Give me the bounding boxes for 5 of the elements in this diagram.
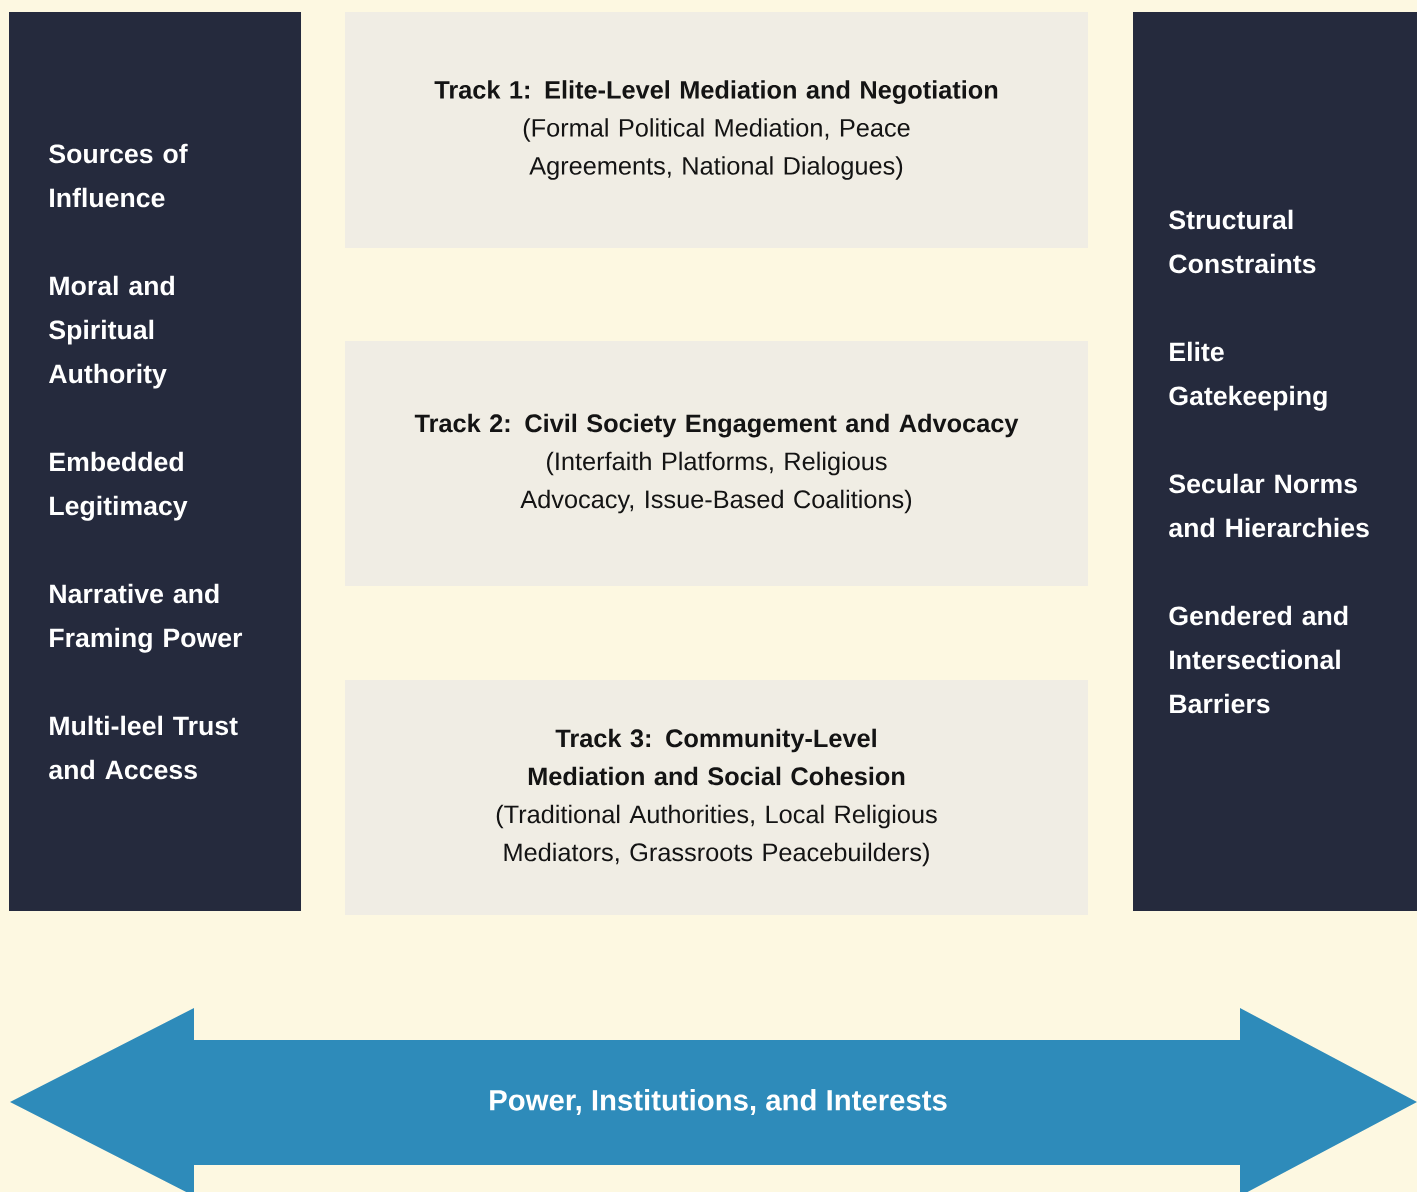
track-box: Track 1: Elite-Level Mediation and Negotiation (Formal Political Mediation, Peace Agreements, National Dialogues) (345, 12, 1088, 248)
track-box: Track 3: Community-Level Mediation and Social Cohesion (Traditional Authorities, Local Religious Mediators, Grassroots Peacebuilders) (345, 680, 1088, 915)
track-box: Track 2: Civil Society Engagement and Advocacy (Interfaith Platforms, Religious Advocacy, Issue-Based Coalitions) (345, 340, 1088, 587)
side-panel: Sources of Influence Moral and Spiritual Authority Embedded Legitimacy Narrative and Framing Power Multi-leel Trust and Access (9, 12, 301, 911)
side-panel: Structural Constraints Elite Gatekeeping Secular Norms and Hierarchies Gendered and Intersectional Barriers (1133, 12, 1417, 911)
